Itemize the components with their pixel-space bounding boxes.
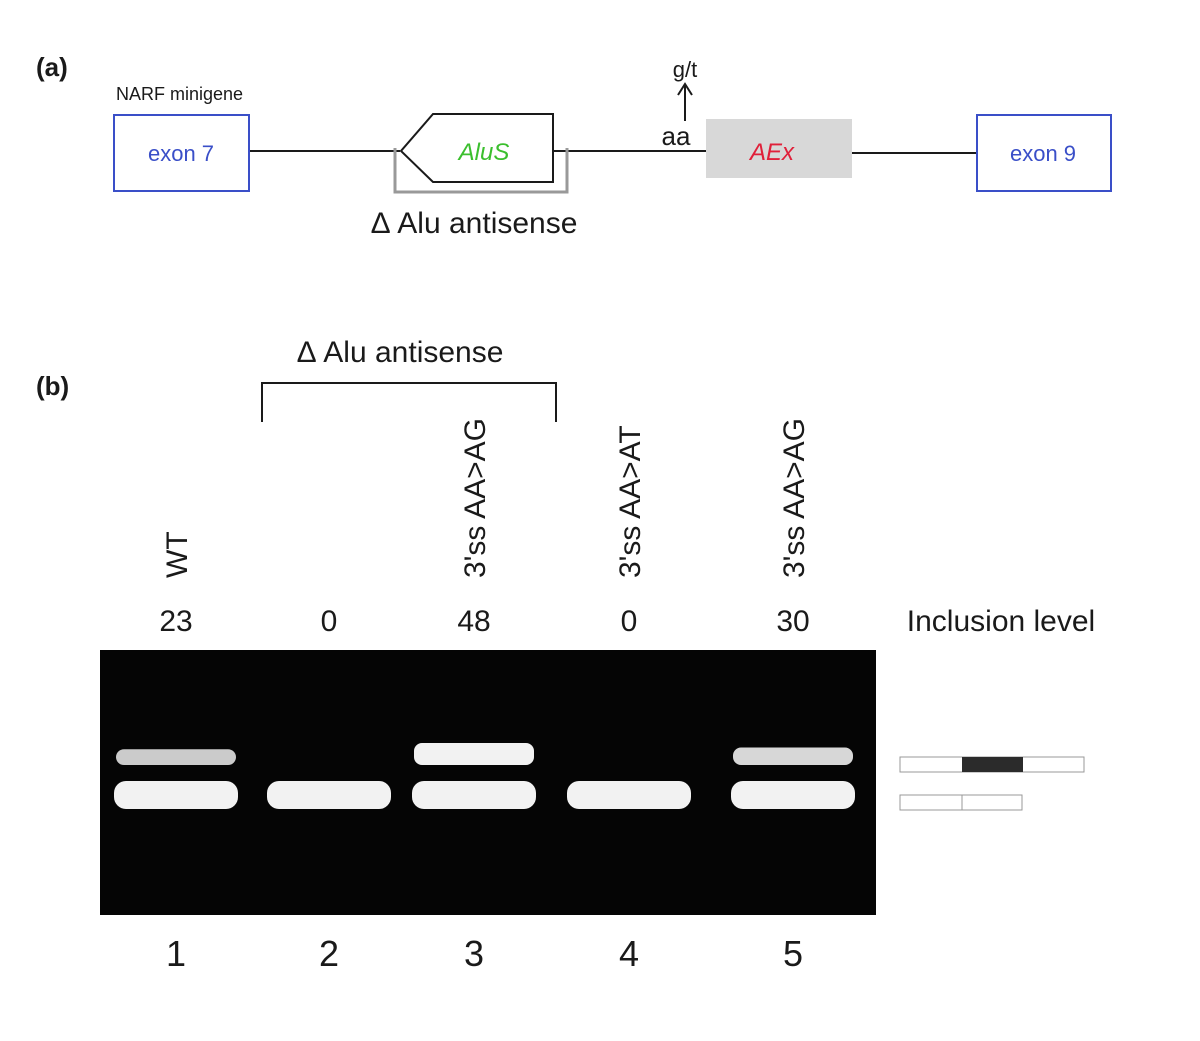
exon-7-box: exon 7 (113, 114, 250, 192)
exon-9-label: exon 9 (1010, 141, 1076, 166)
lane-number: 5 (783, 933, 803, 974)
band-legend-inclusion (899, 756, 1085, 773)
panel-a-label: (a) (36, 52, 68, 82)
inclusion-value: 48 (457, 605, 490, 638)
alu-element: AluS (399, 113, 554, 183)
inclusion-values: 23 0 48 0 30 (159, 605, 809, 638)
inclusion-value: 0 (621, 605, 638, 638)
construct-name: NARF minigene (116, 84, 243, 104)
lane-header: 3'ss AA>AT (614, 425, 647, 578)
group-label: Δ Alu antisense (297, 336, 504, 369)
lane-number: 3 (464, 933, 484, 974)
skipping-band (114, 781, 238, 809)
lane-numbers: 1 2 3 4 5 (166, 933, 803, 974)
lane-header: WT (161, 531, 194, 578)
inclusion-value: 30 (776, 605, 809, 638)
aex-exon-box: AEx (706, 119, 852, 178)
inclusion-band (116, 749, 236, 765)
splice-site-wt: aa (662, 121, 691, 151)
exon-9-box: exon 9 (976, 114, 1112, 192)
exon-7-label: exon 7 (148, 141, 214, 166)
inclusion-value: 0 (321, 605, 338, 638)
arrow-head-icon (677, 82, 693, 96)
deletion-bracket (393, 148, 569, 194)
deletion-label: Δ Alu antisense (371, 207, 578, 240)
aex-label: AEx (748, 139, 795, 166)
inclusion-value: 23 (159, 605, 192, 638)
band-legend-skipping (899, 794, 1023, 811)
inclusion-level-label: Inclusion level (907, 605, 1095, 638)
alu-label: AluS (457, 139, 510, 166)
lane-header: 3'ss AA>AG (778, 418, 811, 578)
legend-aex-segment (962, 757, 1023, 772)
lane-header: 3'ss AA>AG (459, 418, 492, 578)
lane-headers: WT 3'ss AA>AG 3'ss AA>AT 3'ss AA>AG (161, 418, 811, 578)
group-bracket (261, 382, 557, 422)
skipping-band (567, 781, 691, 809)
lane-number: 2 (319, 933, 339, 974)
lane-number: 1 (166, 933, 186, 974)
inclusion-band (733, 747, 853, 765)
gel-image (100, 650, 876, 915)
skipping-band (412, 781, 536, 809)
panel-b-label: (b) (36, 371, 69, 401)
lane-number: 4 (619, 933, 639, 974)
skipping-band (731, 781, 855, 809)
skipping-band (267, 781, 391, 809)
splice-site-mutant: g/t (673, 57, 697, 82)
inclusion-band (414, 743, 534, 765)
